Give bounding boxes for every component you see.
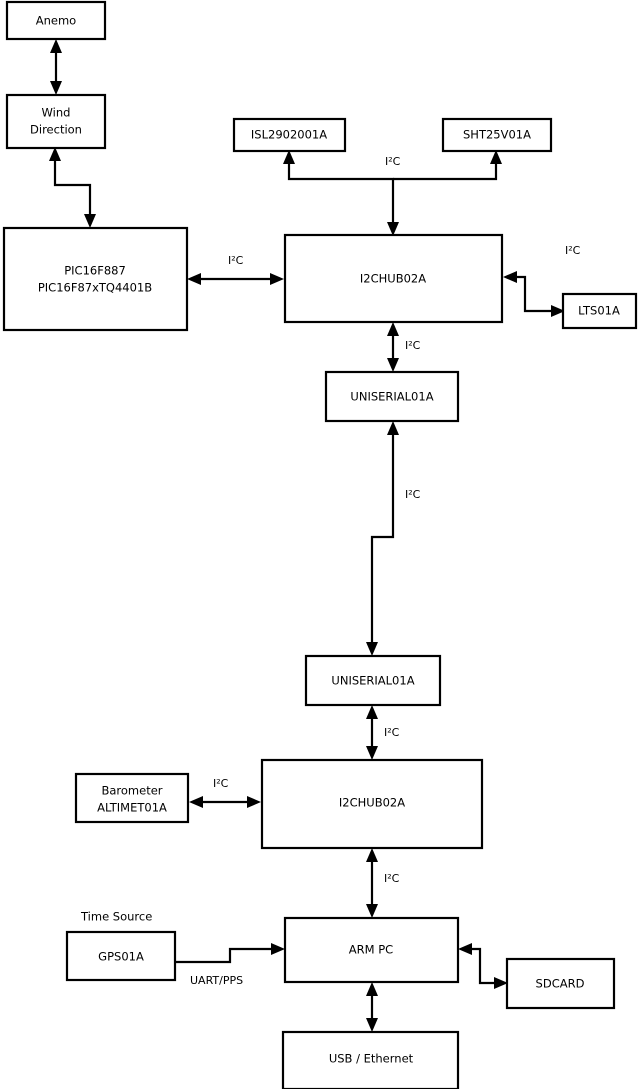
node-label-gps01a: GPS01A [98, 950, 144, 964]
node-label-usb-ethernet: USB / Ethernet [329, 1052, 414, 1066]
arrow-head-up [50, 39, 62, 53]
node-label-lts01a: LTS01A [578, 304, 620, 318]
node-pic[interactable]: PIC16F887 PIC16F87xTQ4401B [2, 226, 189, 332]
edge-label-hub-arm: I²C [384, 872, 400, 885]
node-wind-direction[interactable]: Wind Direction [5, 93, 107, 150]
edge-wind-direction-pic [49, 147, 96, 228]
node-sht25v01a[interactable]: SHT25V01A [441, 117, 553, 153]
arrow-head-up [387, 421, 399, 435]
node-uniserial01a-bottom[interactable]: UNISERIAL01A [304, 654, 442, 707]
arrow-head-down [366, 746, 378, 760]
label-time-source: Time Source [80, 910, 152, 924]
arrow-head-left [187, 273, 201, 285]
edge-arm-sdcard [458, 943, 508, 989]
arrow-head-left [503, 271, 517, 283]
edge-label-hub-uniserial-top: I²C [405, 339, 421, 352]
edge-label-sensors-bus: I²C [385, 155, 401, 168]
edge-pic-hub-top: I²C [187, 254, 284, 285]
arrow-head-up [49, 147, 61, 161]
arrow-head-down [366, 1018, 378, 1032]
edge-hub-top-sensors: I²C [283, 150, 502, 236]
node-sdcard[interactable]: SDCARD [505, 957, 616, 1010]
node-label-sdcard: SDCARD [536, 977, 585, 991]
node-gps01a[interactable]: GPS01A [65, 930, 177, 982]
edge-anemo-wind-direction [50, 39, 62, 95]
node-label-wind-direction-line1: Wind [42, 106, 71, 120]
arrow-head-up-isl [283, 150, 295, 164]
arrow-head-down [387, 358, 399, 372]
edge-label-gps-arm: UART/PPS [190, 974, 243, 987]
node-i2chub02a-bottom[interactable]: I2CHUB02A [260, 758, 484, 850]
node-label-uniserial01a-bottom: UNISERIAL01A [331, 674, 414, 688]
edge-arm-usb-ethernet [366, 982, 378, 1032]
edge-hub-bottom-arm: I²C [366, 848, 400, 918]
arrow-head-down-hub [387, 222, 399, 236]
arrow-head-right [551, 305, 565, 317]
node-label-isl2902001a: ISL2902001A [251, 128, 327, 142]
edge-label-hub-lts: I²C [565, 244, 581, 257]
arrow-head-up [366, 982, 378, 996]
node-label-wind-direction-line2: Direction [30, 123, 82, 137]
node-label-i2chub02a-bottom: I2CHUB02A [339, 796, 405, 810]
arrow-head-down [50, 81, 62, 95]
arrow-head-right [494, 977, 508, 989]
node-label-pic-line2: PIC16F87xTQ4401B [38, 281, 152, 295]
arrow-head-right [247, 796, 261, 808]
edge-hub-top-uniserial-top: I²C [387, 322, 421, 372]
node-barometer[interactable]: Barometer ALTIMET01A [74, 772, 190, 824]
node-anemo[interactable]: Anemo [5, 0, 107, 41]
arrow-head-right [270, 273, 284, 285]
node-i2chub02a-top[interactable]: I2CHUB02A [283, 233, 504, 324]
edge-hub-top-lts: I²C [503, 244, 581, 317]
arrow-head-left [458, 943, 472, 955]
node-uniserial01a-top[interactable]: UNISERIAL01A [324, 370, 460, 423]
edge-barometer-hub-bottom: I²C [189, 777, 261, 808]
node-label-arm-pc: ARM PC [349, 943, 393, 957]
arrow-head-left [189, 796, 203, 808]
node-lts01a[interactable]: LTS01A [561, 292, 638, 330]
node-usb-ethernet[interactable]: USB / Ethernet [281, 1030, 460, 1089]
edge-uniserial-link: I²C [366, 421, 421, 656]
node-label-anemo: Anemo [36, 14, 76, 28]
edge-uniserial-bottom-hub-bottom: I²C [366, 705, 400, 760]
node-label-pic-line1: PIC16F887 [64, 264, 126, 278]
arrow-head-up [387, 322, 399, 336]
arrow-head-up-sht [490, 150, 502, 164]
arrow-head-down [366, 642, 378, 656]
edge-label-barometer-hub: I²C [213, 777, 229, 790]
arrow-head-up [366, 705, 378, 719]
edge-label-pic-hub-top: I²C [228, 254, 244, 267]
node-label-barometer-line2: ALTIMET01A [97, 801, 167, 815]
arrow-head-down [366, 904, 378, 918]
edge-gps-arm: UART/PPS [175, 943, 285, 987]
edge-label-uniserial-hub-bottom: I²C [384, 726, 400, 739]
node-label-sht25v01a: SHT25V01A [463, 128, 531, 142]
node-label-i2chub02a-top: I2CHUB02A [360, 272, 426, 286]
arrow-head-right [271, 943, 285, 955]
node-arm-pc[interactable]: ARM PC [283, 916, 460, 984]
arrow-head-down [84, 214, 96, 228]
arrow-head-up [366, 848, 378, 862]
node-label-uniserial01a-top: UNISERIAL01A [350, 390, 433, 404]
node-label-barometer-line1: Barometer [101, 784, 162, 798]
edge-label-uniserial-link: I²C [405, 488, 421, 501]
node-isl2902001a[interactable]: ISL2902001A [232, 117, 347, 153]
